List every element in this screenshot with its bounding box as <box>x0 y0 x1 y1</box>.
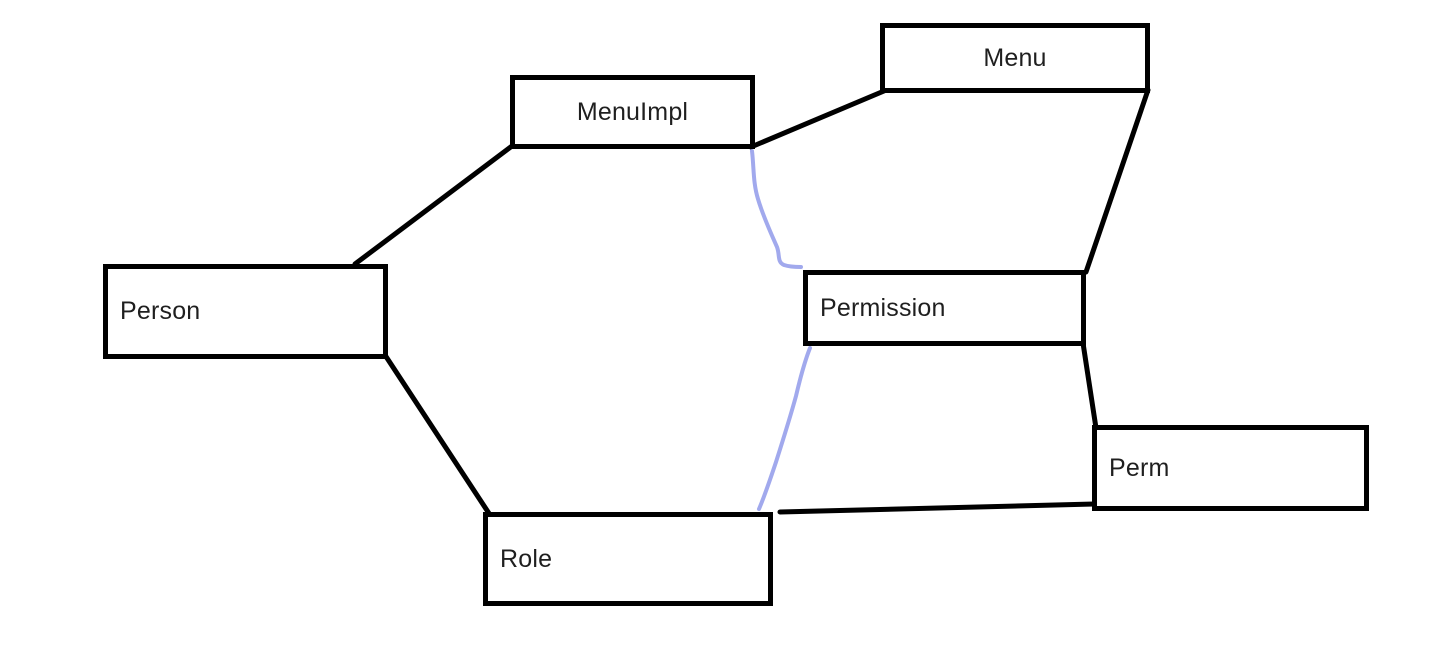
node-perm-label: Perm <box>1109 453 1170 482</box>
node-menu-label: Menu <box>983 43 1047 72</box>
node-person[interactable]: Person <box>103 264 388 359</box>
edge-permission-perm[interactable] <box>1080 340 1099 431</box>
node-menuimpl[interactable]: MenuImpl <box>510 75 755 149</box>
node-menuimpl-label: MenuImpl <box>576 97 689 126</box>
edge-menuimpl-menu[interactable] <box>748 88 887 150</box>
node-perm[interactable]: Perm <box>1092 425 1369 511</box>
edge-menu-permission[interactable] <box>1083 87 1151 275</box>
node-permission[interactable]: Permission <box>803 270 1086 346</box>
node-menu[interactable]: Menu <box>880 23 1150 93</box>
edge-person-menuimpl[interactable] <box>352 143 515 267</box>
edge-role-perm[interactable] <box>777 501 1097 515</box>
edge-person-role[interactable] <box>382 352 495 521</box>
node-role[interactable]: Role <box>483 512 773 606</box>
node-person-label: Person <box>120 297 201 325</box>
edge-menuimpl-permission-handdrawn[interactable] <box>750 149 803 269</box>
edge-permission-role-handdrawn[interactable] <box>757 346 812 511</box>
node-permission-label: Permission <box>820 293 946 322</box>
node-role-label: Role <box>500 544 553 573</box>
